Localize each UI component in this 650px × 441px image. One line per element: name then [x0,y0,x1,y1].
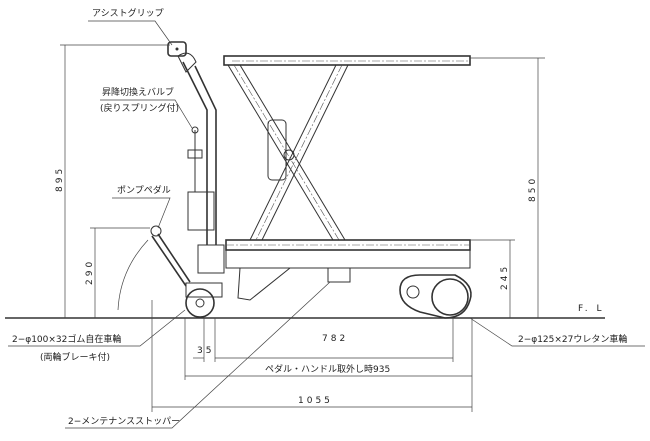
dim-850 [470,57,545,318]
label-front-caster: 2−φ100×32ゴム自在車輪 [12,333,121,345]
dim-label-895: 895 [55,166,65,192]
table-top [223,55,471,66]
dim-label-850: 850 [528,176,538,202]
dim-lines-horizontal [151,300,473,412]
scissor-arms [227,64,349,241]
leader-lines [8,20,645,429]
label-stopper: 2−メンテナンスストッパー [68,416,180,427]
base-frame [225,239,471,301]
label-front-caster-note: (両輪ブレーキ付) [40,351,110,363]
dim-895 [60,44,170,318]
handle [167,41,225,274]
front-caster [185,282,223,318]
rear-wheel [399,274,472,319]
label-valve-note: (戻りスプリング付) [100,102,179,114]
dim-label-290: 290 [85,259,95,285]
dim-label-1055: 1055 [298,396,333,406]
dim-label-782: 782 [322,334,348,344]
label-valve: 昇降切換えバルブ [102,86,174,98]
dim-290 [90,227,150,318]
label-floor-level: F. L [578,304,604,314]
label-rear-wheel: 2−φ125×27ウレタン車輪 [518,333,627,345]
dim-label-245: 245 [500,264,510,290]
pump-pedal [150,225,191,287]
dim-label-35: 35 [197,346,214,356]
label-pump-pedal: ポンプペダル [117,184,171,196]
label-assist-grip: アシストグリップ [92,7,164,19]
dim-label-935: ペダル・ハンドル取外し時935 [265,363,390,375]
dim-245 [470,239,515,318]
